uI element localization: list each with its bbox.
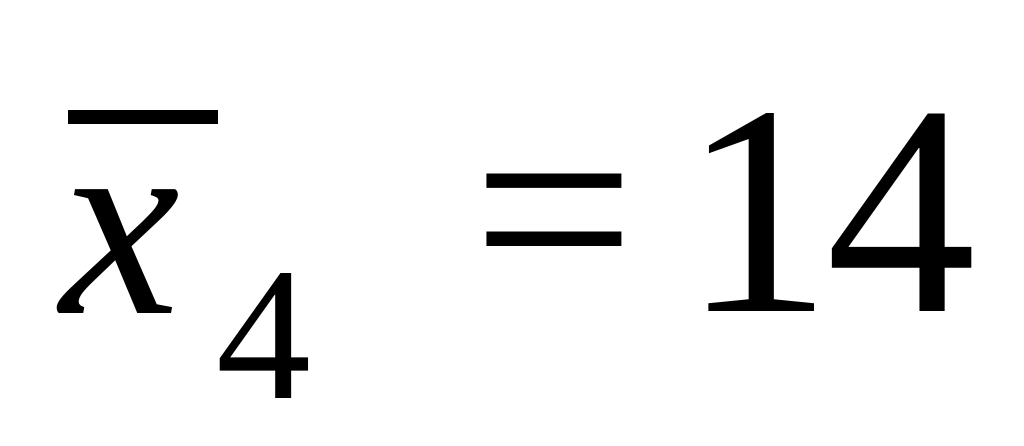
mean-overbar bbox=[68, 110, 218, 124]
equals-sign: = bbox=[472, 48, 636, 369]
variable-subscript: 4 bbox=[216, 230, 311, 440]
variable-with-overbar: x bbox=[60, 70, 220, 358]
result-value: 14 bbox=[682, 44, 976, 376]
variable-x: x bbox=[60, 73, 180, 372]
